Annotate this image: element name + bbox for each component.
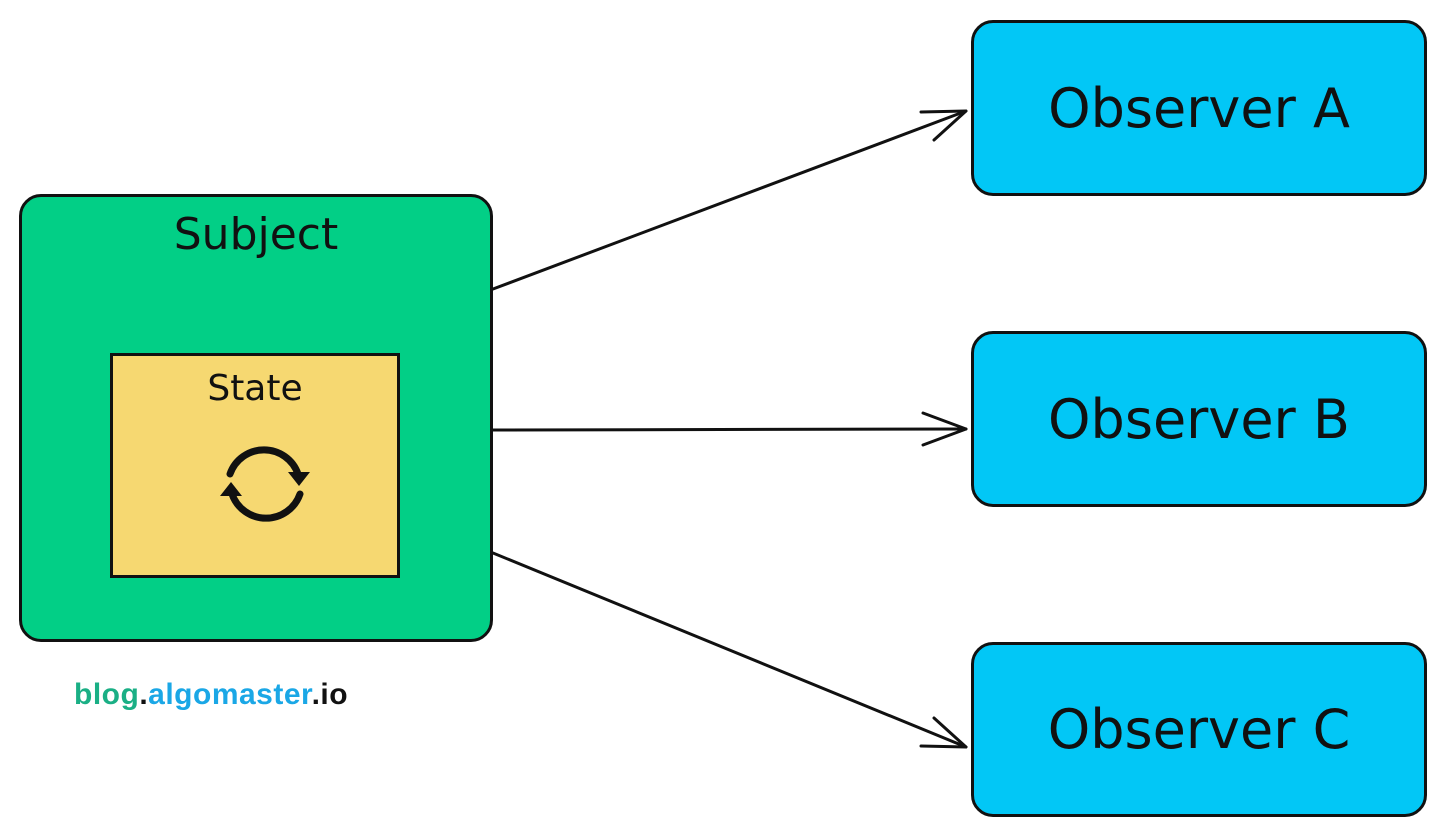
observer-c-box: Observer C: [971, 642, 1427, 817]
subject-box: Subject State: [19, 194, 493, 642]
observer-a-label: Observer A: [1048, 76, 1350, 140]
state-box: State: [110, 353, 400, 578]
observer-c-label: Observer C: [1047, 698, 1351, 761]
watermark-io: io: [320, 678, 349, 711]
subject-label: Subject: [173, 209, 339, 260]
watermark-algomaster: algomaster: [148, 678, 312, 711]
arrow-to-observer-a: [491, 109, 968, 291]
arrow-to-observer-c: [491, 551, 968, 749]
watermark-dot-1: .: [139, 678, 149, 711]
arrow-to-observer-b: [491, 411, 968, 447]
watermark-dot-2: .: [311, 678, 321, 711]
watermark: blog.algomaster.io: [74, 678, 348, 712]
observer-b-box: Observer B: [971, 331, 1427, 507]
watermark-blog: blog: [74, 678, 140, 711]
observer-a-box: Observer A: [971, 20, 1427, 196]
state-label: State: [207, 368, 303, 409]
observer-b-label: Observer B: [1048, 387, 1350, 451]
sync-icon: [220, 446, 310, 522]
